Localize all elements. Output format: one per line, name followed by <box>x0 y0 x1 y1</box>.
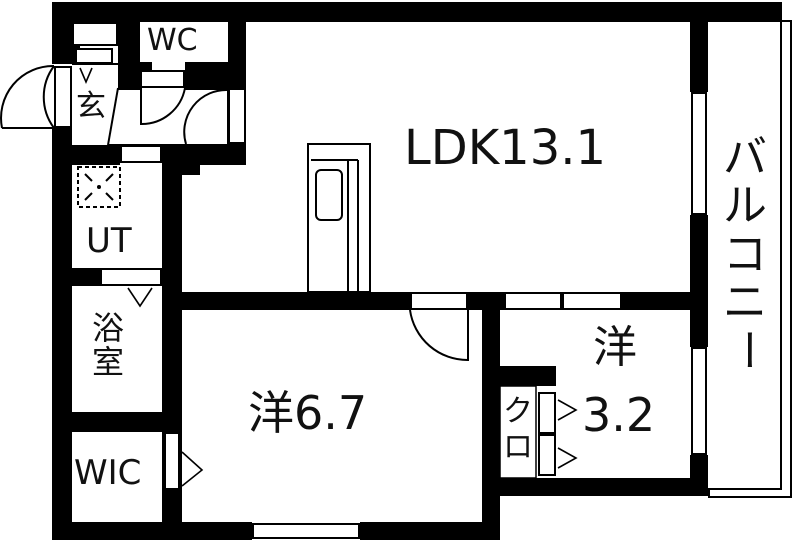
bedroom-door-swing-icon <box>409 309 469 362</box>
room-label-bath-top: 浴 <box>92 309 125 347</box>
bath-arrow-icon <box>127 287 153 308</box>
room-label-bath-bottom: 室 <box>92 342 125 381</box>
wall-right-bottom <box>690 455 708 496</box>
opening-wic <box>164 432 180 490</box>
wall-ut-bottom <box>72 268 100 286</box>
window-entrance-top <box>72 22 118 46</box>
room-label-closet: ク ロ <box>501 394 535 466</box>
opening-bath <box>100 268 162 286</box>
wall-left-upper <box>52 2 72 64</box>
hall-door-swing-icon <box>183 88 229 145</box>
opening-bedroom-door <box>410 292 468 310</box>
room-label-western-small-bottom: 3.2 <box>582 388 656 442</box>
room-label-wc: WC <box>147 23 198 58</box>
wall-wc-left <box>118 22 140 90</box>
door-frame-entrance <box>54 66 72 128</box>
wall-bath-bottom <box>72 412 182 432</box>
wall-hall-bottom <box>72 145 120 165</box>
room-label-bath: 浴 室 <box>92 309 125 381</box>
window-wc-door <box>140 70 185 88</box>
closet-door-upper <box>538 392 556 434</box>
wall-left-lower <box>52 128 72 540</box>
room-label-western-large: 洋6.7 <box>248 386 368 440</box>
window-small-room-balcony <box>691 347 707 455</box>
wall-wic-right-lower <box>162 490 182 540</box>
window-small-room-top-a <box>504 292 562 310</box>
window-ldk-balcony <box>691 92 707 215</box>
room-label-utility: UT <box>86 221 132 261</box>
wc-door-swing-icon <box>140 87 186 126</box>
room-label-balcony: バ ル コ ニ ー <box>720 132 772 372</box>
closet-arrow-lower-icon <box>557 447 578 469</box>
room-label-western-small-top: 洋 <box>593 322 637 373</box>
entrance-door-swing-icon <box>42 65 55 129</box>
wall-ldk-bottom-left <box>162 292 410 310</box>
closet-arrow-upper-icon <box>557 399 578 421</box>
wall-bedrooms-divider <box>482 292 500 540</box>
room-label-entrance: 玄 <box>76 89 106 124</box>
wall-closet-right <box>535 366 556 378</box>
wall-wc-bottom <box>140 62 152 70</box>
window-bedroom-bottom <box>252 523 360 539</box>
entrance-arrow-icon <box>79 67 93 85</box>
balcony-char-3: コ <box>723 228 767 280</box>
balcony-inner <box>708 20 782 490</box>
room-label-closet-top: ク <box>503 394 533 429</box>
balcony-char-1: バ <box>723 132 767 183</box>
wic-arrow-icon <box>181 451 204 487</box>
balcony-char-2: ル <box>723 180 767 232</box>
room-label-wic: WIC <box>74 453 142 493</box>
balcony-char-4: ニ <box>723 277 767 329</box>
room-label-ldk: LDK13.1 <box>404 120 607 176</box>
wall-bottom-right <box>482 478 708 496</box>
wall-bottom-left <box>52 522 252 540</box>
window-small-room-top-b <box>562 292 622 310</box>
wall-wc-bottom-right <box>185 62 228 90</box>
washing-machine-pan-icon <box>77 166 121 208</box>
wall-ldk-right-top <box>690 2 708 92</box>
room-label-closet-bottom: ロ <box>503 430 533 465</box>
kitchen-counter-icon <box>307 143 371 293</box>
closet-door-lower <box>538 434 556 476</box>
wall-ldk-bottom-right <box>622 292 708 310</box>
wall-top <box>52 2 782 22</box>
wall-ldk-right-mid <box>690 215 708 347</box>
wall-bottom-mid <box>360 522 500 540</box>
balcony-char-5: ー <box>720 327 772 372</box>
